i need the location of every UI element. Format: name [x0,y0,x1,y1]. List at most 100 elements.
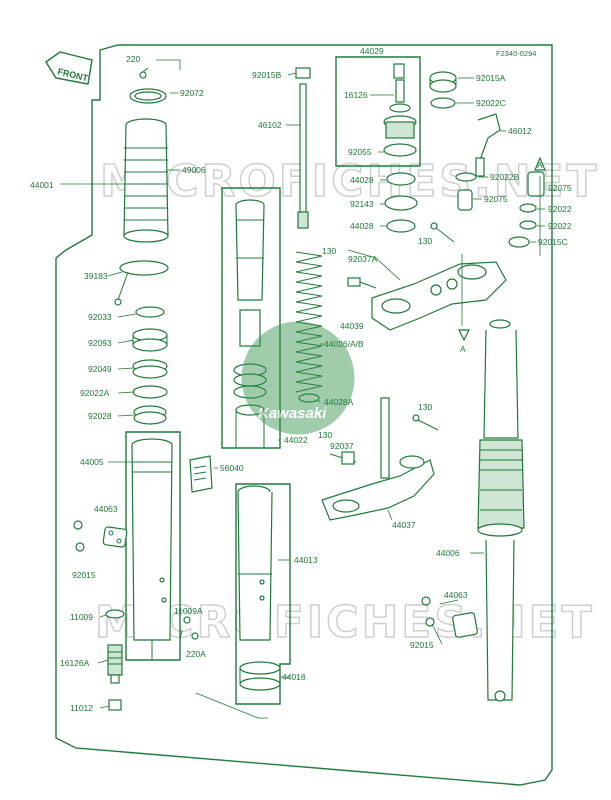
damper-92075-a-icon [527,171,545,197]
callout-A-mid-text: A [460,344,466,354]
callout-A-top-text: A [537,160,543,170]
valve-16126A-icon [107,644,123,684]
label-92022-a: 92022 [548,204,572,214]
label-44013: 44013 [294,555,318,565]
label-44001: 44001 [30,180,54,190]
label-92033: 92033 [88,312,112,322]
label-11009A: 11009A [174,606,203,616]
bolt-92037A-icon [347,277,377,289]
label-44039: 44039 [340,321,364,331]
watermark-top: MICROFICHES.NET [100,156,600,207]
washer-92022-a-icon [519,203,537,213]
diagram-code: F2340-0294 [496,49,536,58]
nut-92015A-icon [429,71,457,93]
nut-92015-a-icon [73,520,83,530]
label-92075-a: 92075 [548,183,572,193]
callout-A-top: A [534,156,546,171]
label-44037: 44037 [392,520,416,530]
label-92022A-left: 92022A [80,388,110,398]
ring-92022A-icon [132,385,168,399]
inner-tube-frame [125,431,181,661]
label-44063-right: 44063 [444,590,468,600]
oring-11009A-icon [183,616,191,624]
label-46012: 46012 [508,126,532,136]
damper-92075-b-icon [457,189,473,211]
spring-44026-icon [295,251,323,403]
label-92143: 92143 [350,199,374,209]
label-44005: 44005 [80,457,104,467]
label-92022C: 92022C [476,98,506,108]
kawasaki-logo: Kawasaki [241,321,355,435]
nut-92015-c-icon [421,596,431,606]
label-44018: 44018 [282,672,306,682]
slider-44013-icon [237,485,273,641]
bracket-44063-left-icon [102,526,128,548]
label-44026AB: 44026/A/B [324,339,364,349]
front-arrow-icon: FRONT [45,51,93,85]
label-49006: 49006 [182,165,206,175]
label-220A: 220A [186,649,206,659]
label-56040-icon [189,455,213,493]
label-44028A: 44028A [324,397,354,407]
label-92015-right: 92015 [410,640,434,650]
label-130-a: 130 [322,246,336,256]
seal-92093-icon [132,328,168,352]
label-44006: 44006 [436,548,460,558]
label-130-d: 130 [418,236,432,246]
label-44063-left: 44063 [94,504,118,514]
label-39183: 39183 [84,271,108,281]
damper-frame [221,187,281,449]
upper-clamp-44039-icon [371,261,507,331]
label-44022: 44022 [284,435,308,445]
clamp-39183-icon [114,260,169,306]
label-16126A: 16126A [60,658,90,668]
label-92055: 92055 [348,147,372,157]
nut-92015-b-icon [75,542,85,552]
label-92022-b: 92022 [548,221,572,231]
label-92015-left: 92015 [72,570,96,580]
fork-boot-49006-icon [123,118,169,243]
left-assembly-frame [55,44,553,786]
washer-92022C-icon [430,97,456,109]
slider-frame [235,483,291,705]
bushing-92028-icon [133,405,167,425]
label-11012: 11012 [70,703,93,713]
handlebar-mount-46012-icon [475,113,501,177]
label-92093: 92093 [88,338,112,348]
label-44028-mid: 44028 [350,221,374,231]
label-92022B: 92022B [490,172,520,182]
bracket-44063-right-icon [452,612,478,638]
label-46102: 46102 [258,120,282,130]
label-16126: 16126 [344,90,368,100]
leader-lines [60,72,545,719]
bolt-130-a-icon [430,222,455,243]
clamp-220-icon [139,67,149,79]
washer-44028-a-icon [386,172,416,186]
spacer-92143-icon [384,195,418,211]
label-130-b: 130 [318,430,332,440]
bolt-92015B-icon [295,67,311,79]
oring-11009-icon [105,609,125,619]
label-44028-top: 44028 [350,175,374,185]
damper-44022-icon [233,199,267,448]
label-92072: 92072 [180,88,204,98]
label-92015A: 92015A [476,73,506,83]
label-130-c: 130 [418,402,432,412]
part-labels: 220 92072 44001 49006 39183 92033 92093 … [30,46,572,713]
washer-92033-icon [135,306,165,318]
nut-92015C-icon [508,236,530,248]
label-44029: 44029 [360,46,384,56]
outer-tube-44006-icon [477,319,525,702]
label-92049: 92049 [88,364,112,374]
bolt-92037-icon [329,451,357,465]
washer-92022-b-icon [519,220,537,230]
washer-44028-b-icon [386,219,416,233]
label-92075-b: 92075 [484,194,508,204]
washer-92022B-icon [455,172,477,182]
cap-assembly-frame [335,56,421,167]
callout-A-mid: A [458,329,470,354]
bushing-44018-icon [239,661,281,691]
bolt-220A-icon [191,632,199,640]
inner-tube-44005-icon [131,438,173,660]
logo-text: Kawasaki [258,405,327,422]
